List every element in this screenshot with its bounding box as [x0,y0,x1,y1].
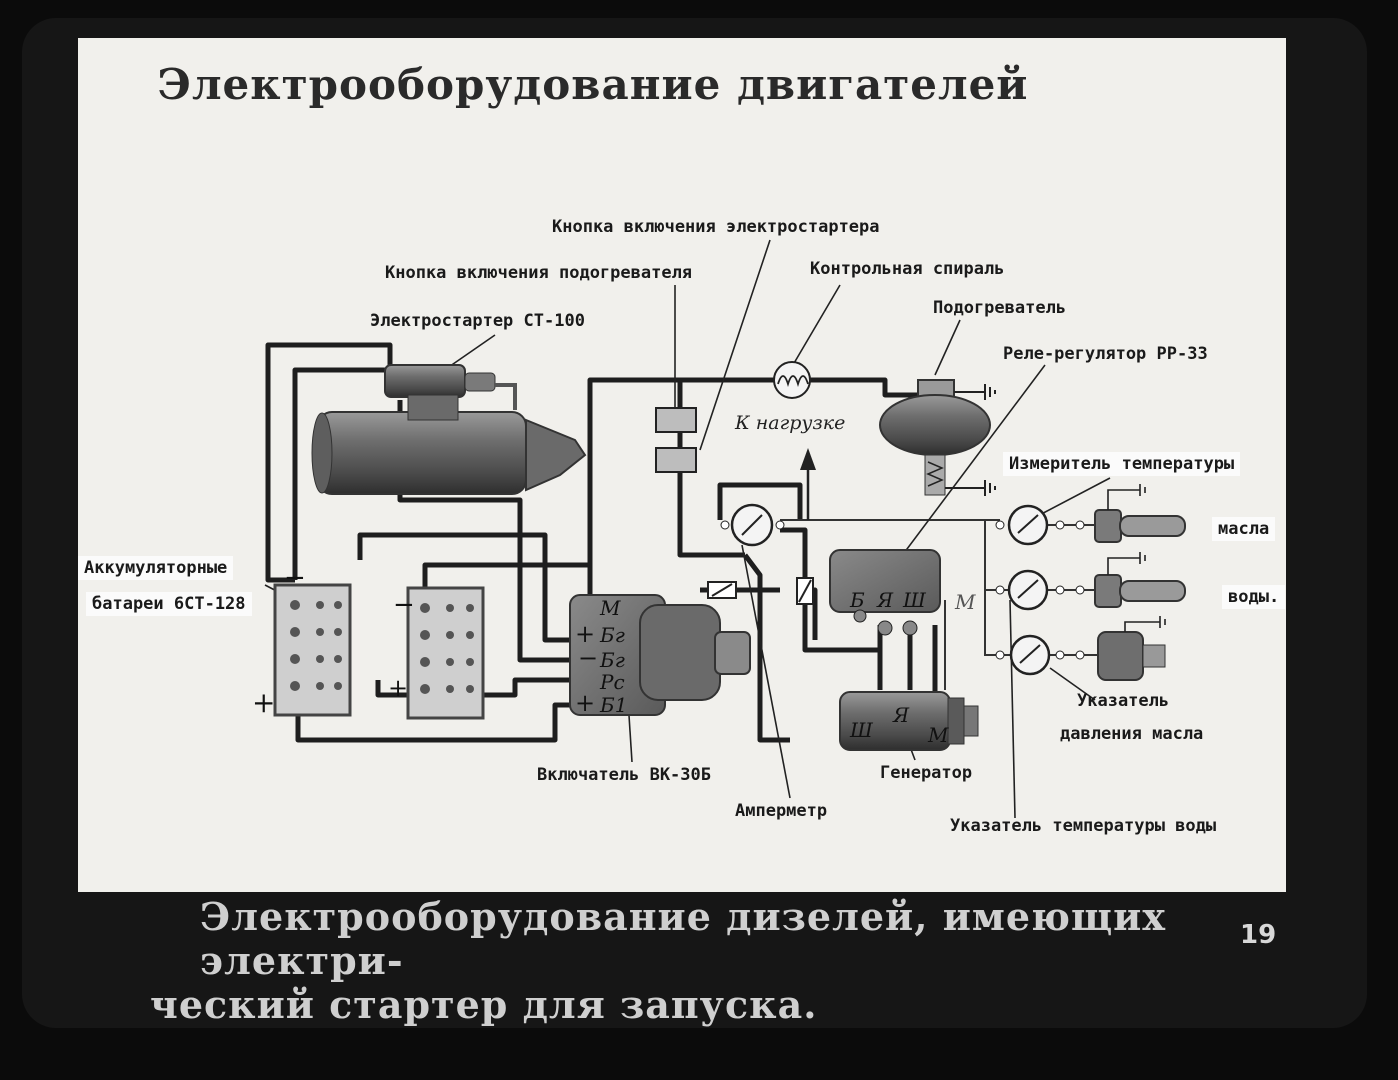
label-switch: Включатель ВК-30Б [537,765,711,785]
label-heater-button: Кнопка включения подогревателя [385,263,693,283]
ammeter-gauge [720,503,785,547]
label-batteries-line2: батареи 6СТ-128 [86,592,252,616]
label-water: воды. [1222,585,1286,609]
sensors [1094,484,1186,681]
label-pressure-line2: давления масла [1060,724,1204,744]
label-temp-meter: Измеритель температуры [1003,452,1241,476]
generator-terminal-sh: Ш [850,718,873,742]
wires [265,342,938,743]
battery-right-minus: − [393,590,415,620]
slide-title: Электрооборудование двигателей [157,60,1029,109]
label-batteries-line1: Аккумуляторные [78,556,234,580]
battery-left [273,583,352,717]
switch-minus-sign: − [578,644,599,672]
battery-left-plus: + [252,686,276,719]
label-water-temp: Указатель температуры воды [950,816,1217,836]
battery-right [406,586,485,720]
label-control-spiral: Контрольная спираль [810,259,1005,279]
relay-terminal-m: М [955,590,976,614]
switch-terminal-m: М [600,596,621,620]
label-heater: Подогреватель [933,298,1067,318]
ignition-switch [569,594,751,716]
relay-terminal-b: Б [850,588,865,612]
starter-motor [311,364,587,495]
label-ammeter: Амперметр [735,801,828,821]
starter-button-box [655,407,697,433]
relay-terminal-ya: Я [877,588,894,612]
slide-caption: Электрооборудование дизелей, имеющих эле… [150,895,1210,1027]
label-starter-button: Кнопка включения электростартера [552,217,880,237]
label-starter: Электростартер СТ-100 [370,311,585,331]
fuse-elements [707,577,814,605]
switch-plus-sign-2: + [575,689,596,717]
caption-line-2: ческий стартер для запуска. [150,982,818,1027]
heater-unit [879,379,996,496]
generator-terminal-m: М [928,723,949,747]
heater-button-box [655,447,697,473]
switch-terminal-bg1: Бг [600,623,625,647]
caption-line-1: Электрооборудование дизелей, имеющих эле… [200,894,1166,983]
switch-terminal-rs: Рс [600,670,625,694]
page-number: 19 [1240,920,1277,950]
switch-terminal-bg2: Бг [600,648,625,672]
label-to-load: К нагрузке [735,412,846,434]
generator-unit [839,691,979,751]
control-spiral [773,361,811,399]
label-generator: Генератор [880,763,973,783]
load-arrow [800,448,816,520]
battery-right-plus: + [388,674,409,702]
gauges [995,504,1085,676]
relay-regulator [829,549,941,636]
relay-terminal-sh: Ш [903,588,926,612]
label-relay: Реле-регулятор РР-33 [1003,344,1208,364]
switch-plus-sign: + [575,620,596,648]
switch-terminal-b1: Б1 [600,693,628,717]
label-oil: масла [1212,517,1276,541]
battery-left-minus: − [284,563,306,593]
label-pressure-line1: Указатель [1077,691,1170,711]
generator-terminal-ya: Я [893,703,910,727]
